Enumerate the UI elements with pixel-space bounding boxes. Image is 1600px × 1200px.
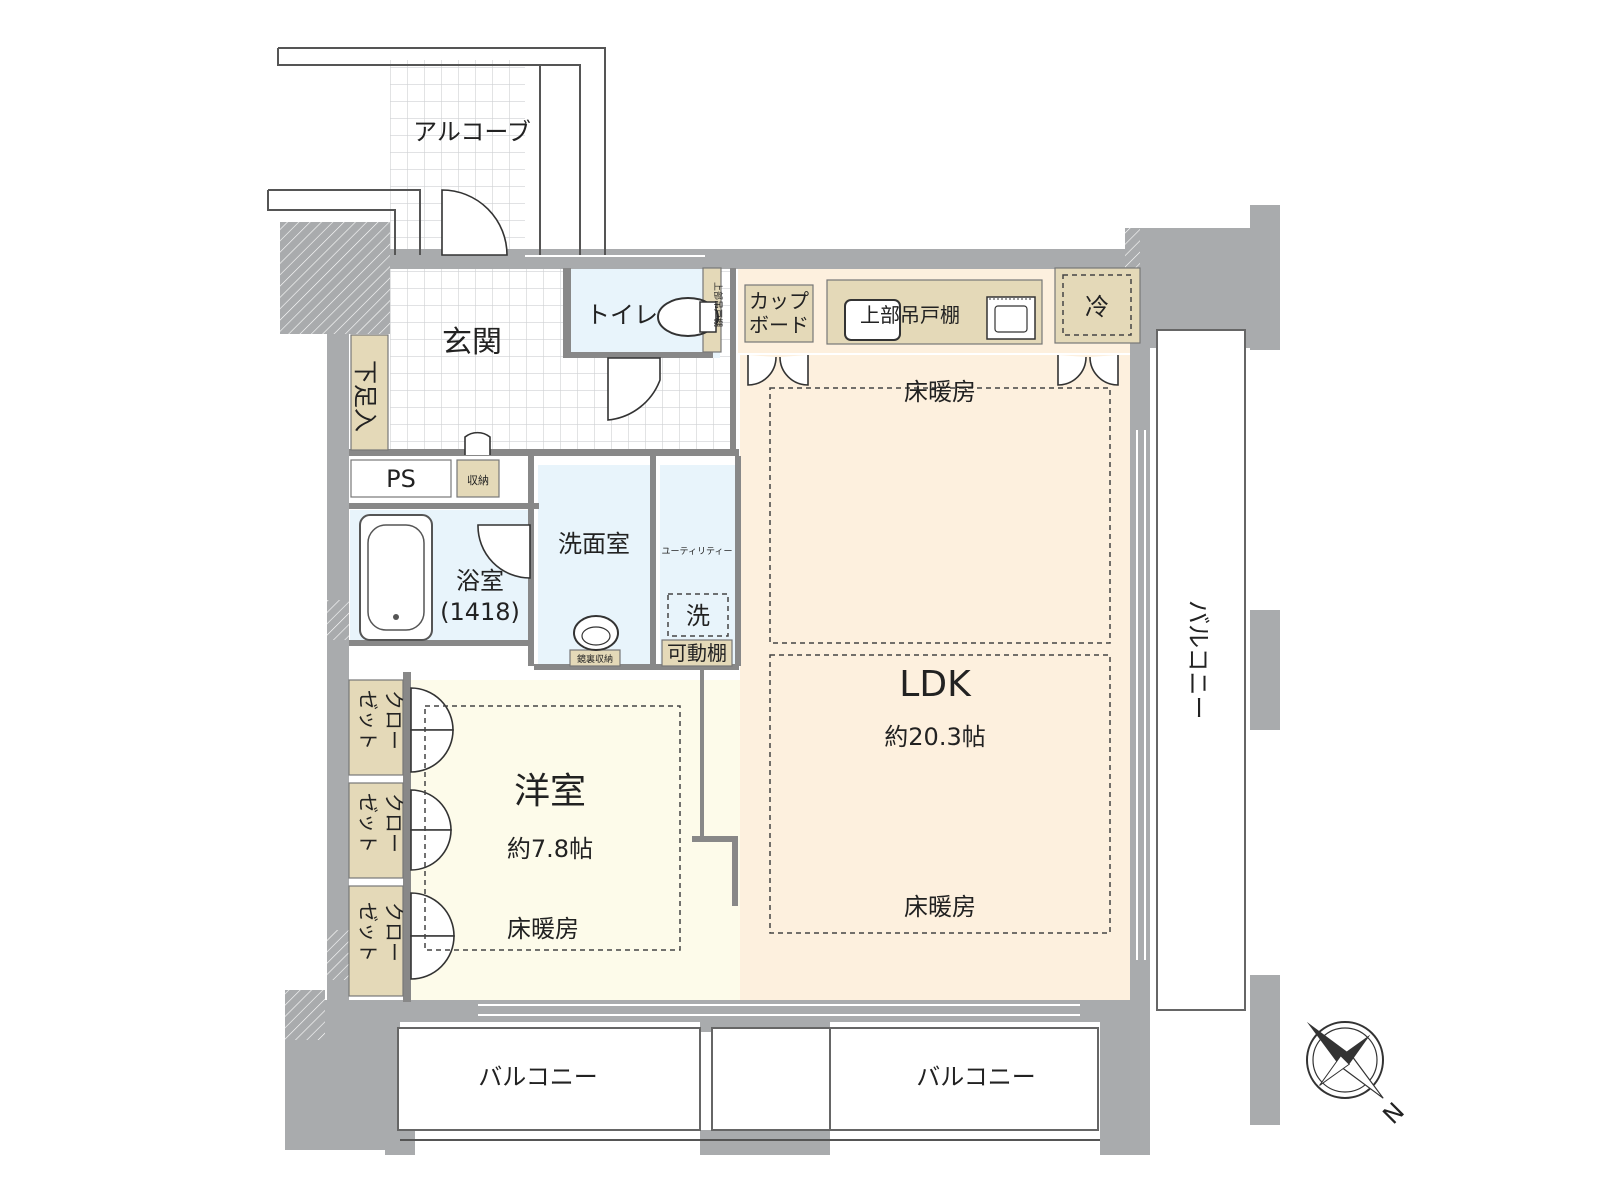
compass-north: N xyxy=(1377,1097,1409,1129)
closet-1-line1: クロー xyxy=(382,690,406,750)
cooktop xyxy=(986,296,1036,340)
ldk-size: 約20.3帖 xyxy=(884,723,985,751)
ldk-name: LDK xyxy=(899,664,972,705)
fridge-door-right xyxy=(1089,355,1119,386)
fixtures xyxy=(359,296,1036,651)
closet-door-3b xyxy=(410,935,455,980)
kitchen-sink xyxy=(844,299,901,341)
balcony-bottom-left-area xyxy=(397,1027,701,1131)
closet-1 xyxy=(348,679,404,776)
balcony-right-label: バルコニー xyxy=(1184,600,1212,720)
small-storage-label: 収納 xyxy=(467,474,489,487)
western-name: 洋室 xyxy=(514,771,586,812)
utility-label: ユーティリティー xyxy=(662,546,733,557)
toilet-door xyxy=(607,357,661,421)
balcony-bottom-right-label: バルコニー xyxy=(916,1063,1036,1091)
fridge-label: 冷 xyxy=(1085,293,1109,321)
closet-2-line2: ゼット xyxy=(356,793,380,853)
ldk-heating-bottom: 床暖房 xyxy=(904,893,976,921)
closet-1-line2: ゼット xyxy=(356,690,380,750)
ps-label: PS xyxy=(386,465,416,493)
walls xyxy=(267,47,1280,1155)
balcony-bottom-left-label: バルコニー xyxy=(478,1063,598,1091)
closet-3-line1: クロー xyxy=(382,902,406,962)
closet-door-2b xyxy=(410,829,452,871)
western-heating: 床暖房 xyxy=(507,915,579,943)
ldk-floor xyxy=(740,355,1140,1000)
alcove-label: アルコーブ xyxy=(413,118,531,146)
shoe-storage-label: 下足入 xyxy=(351,360,379,432)
fridge-door-left xyxy=(1057,355,1087,386)
floor-heating-zones xyxy=(424,387,1111,951)
utility-floor xyxy=(660,465,735,670)
small-storage xyxy=(456,459,500,498)
ldk-heating-top: 床暖房 xyxy=(904,378,976,406)
cupboard-door-left xyxy=(747,355,777,386)
storage-units xyxy=(348,267,1141,997)
balconies xyxy=(397,329,1246,1141)
closet-3-line2: ゼット xyxy=(356,902,380,962)
upper-cabinet-label: 上部吊戸棚 xyxy=(860,303,960,327)
entrance-label: 玄関 xyxy=(442,325,502,360)
bathroom-door xyxy=(477,524,531,579)
adjustable-shelf-label: 可動棚 xyxy=(667,641,727,665)
entrance-door xyxy=(441,189,508,256)
cupboard xyxy=(744,284,814,343)
washer-label: 洗 xyxy=(686,602,710,630)
balcony-right-area xyxy=(1156,329,1246,1011)
western-size: 約7.8帖 xyxy=(507,835,593,863)
cupboard-door-right xyxy=(779,355,809,386)
doors xyxy=(410,189,1119,980)
cupboard-label-line1: カップ xyxy=(749,289,809,313)
washroom-label: 洗面室 xyxy=(558,530,630,558)
bathroom-size: (1418) xyxy=(440,598,520,626)
washer-space xyxy=(667,593,729,637)
closet-3 xyxy=(348,885,404,997)
compass-icon: N xyxy=(1306,1021,1410,1130)
room-labels: アルコーブ 玄関 トイレ 上部吊戸棚 下足入 PS 収納 浴室 (1418) 洗… xyxy=(351,118,1212,1091)
fridge-space xyxy=(1054,267,1141,344)
closet-2 xyxy=(348,782,404,879)
closet-door-1b xyxy=(410,729,454,773)
shoe-storage xyxy=(350,334,389,451)
adjustable-shelf xyxy=(661,639,733,667)
ps-box xyxy=(350,459,452,498)
western-room-floor xyxy=(410,680,740,1000)
toilet-label: トイレ xyxy=(586,301,658,329)
mirror-storage-label: 鏡裏収納 xyxy=(577,653,613,665)
balcony-bottom-mid-area xyxy=(711,1027,831,1131)
cupboard-label-line2: ボード xyxy=(749,313,809,337)
closet-2-line1: クロー xyxy=(382,793,406,853)
balcony-bottom-right-area xyxy=(829,1027,1099,1131)
bathroom-label: 浴室 xyxy=(456,567,504,595)
toilet-shelf-label: 上部吊戸棚 xyxy=(712,282,724,327)
storage-door xyxy=(464,431,491,455)
